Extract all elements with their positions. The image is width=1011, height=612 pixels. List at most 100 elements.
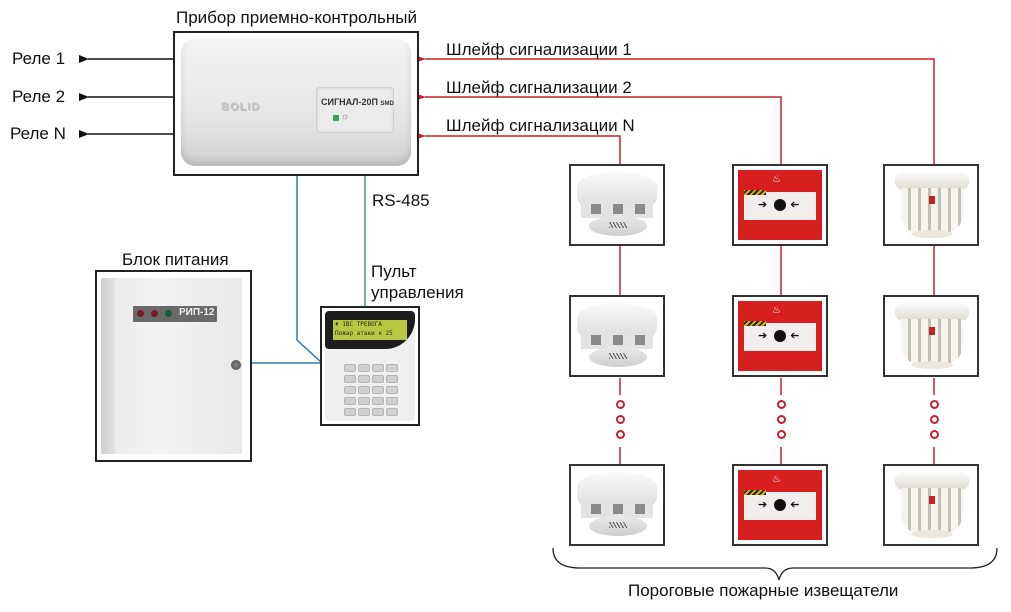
detector-vent xyxy=(613,504,623,514)
psu-nameplate: РИП-12 xyxy=(133,306,217,322)
loop-n-label: Шлейф сигнализации N xyxy=(446,116,635,135)
psu-led-green-icon xyxy=(165,310,172,317)
panel-caption: Прибор приемно-контрольный xyxy=(176,8,418,27)
relay-1-label: Реле 1 xyxy=(12,49,66,68)
continuation-dots-icon xyxy=(616,400,625,445)
hazard-stripes xyxy=(744,190,766,195)
detector-cage xyxy=(901,488,963,534)
mcp-button-icon xyxy=(774,499,786,511)
keypad-key xyxy=(372,408,384,416)
detector-cage xyxy=(901,319,963,365)
keypad-key xyxy=(386,375,398,383)
psu-led-red-icon xyxy=(137,310,144,317)
smoke-detector-icon xyxy=(569,164,665,246)
keypad-key xyxy=(372,397,384,405)
loop-1-wire xyxy=(414,55,935,165)
relay-n-label: Реле N xyxy=(10,124,66,143)
detector-vent xyxy=(591,504,601,514)
detector-bottom xyxy=(911,361,953,369)
keypad-key xyxy=(386,386,398,394)
keypad-key xyxy=(344,375,356,383)
mcp-button-icon xyxy=(774,199,786,211)
psu-side-panel xyxy=(101,278,115,454)
panel-model-text: СИГНАЛ-20П xyxy=(321,97,378,107)
relay-2-label: Реле 2 xyxy=(12,87,66,106)
fire-symbol-icon: ♨ xyxy=(772,174,781,185)
rs485-label: RS-485 xyxy=(372,191,430,210)
arrow-left-icon: ➔ xyxy=(790,199,800,211)
lcd-line-2: Пожар атаки к 25 xyxy=(335,330,393,337)
detector-bottom xyxy=(911,530,953,538)
detector-cage xyxy=(901,188,963,234)
keypad-caption-line2: управления xyxy=(371,283,464,302)
psu-model-label: РИП-12 xyxy=(179,307,215,318)
keypad-key xyxy=(358,408,370,416)
arrow-right-icon: ➔ xyxy=(758,330,768,342)
arrow-left-icon: ➔ xyxy=(790,330,800,342)
arrow-left-icon: ➔ xyxy=(790,499,800,511)
heat-sensor-icon xyxy=(929,496,935,504)
detectors-brace xyxy=(552,547,998,581)
keypad-key xyxy=(386,364,398,372)
detector-vent xyxy=(591,335,601,345)
keypad-key xyxy=(372,375,384,383)
panel-model-label: СИГНАЛ-20П SMD xyxy=(321,97,394,107)
detector-vent xyxy=(591,204,601,214)
keypad-caption: Пульт управления xyxy=(371,261,464,303)
heat-detector-icon xyxy=(883,164,979,246)
smoke-detector-icon xyxy=(569,464,665,546)
heat-sensor-icon xyxy=(929,327,935,335)
keypad-key xyxy=(344,397,356,405)
lock-icon xyxy=(231,360,241,370)
power-wire xyxy=(252,175,324,364)
manual-call-point-icon: ♨ ➔ ➔ xyxy=(732,464,828,546)
continuation-dots-icon xyxy=(930,400,939,445)
keypad-key xyxy=(358,397,370,405)
fire-symbol-icon: ♨ xyxy=(772,474,781,485)
hazard-stripes xyxy=(744,321,766,326)
keypad-lcd: ♦ 1ВС ТРЕВОГА Пожар атаки к 25 xyxy=(333,320,407,340)
detector-vent xyxy=(613,335,623,345)
arrow-right-icon: ➔ xyxy=(758,199,768,211)
detectors-caption: Пороговые пожарные извещатели xyxy=(628,581,899,600)
keypad-key xyxy=(344,408,356,416)
keypad-key xyxy=(372,364,384,372)
mcp-button-icon xyxy=(774,330,786,342)
keypad-key xyxy=(372,386,384,394)
panel-brand-logo: BOLID xyxy=(221,101,261,113)
detector-bottom xyxy=(911,230,953,238)
hazard-stripes xyxy=(744,490,766,495)
loop-1-label: Шлейф сигнализации 1 xyxy=(446,40,632,59)
keypad-key xyxy=(344,364,356,372)
power-supply-device: РИП-12 xyxy=(95,270,252,462)
panel-display-window: СИГНАЛ-20П SMD ☼ xyxy=(316,87,394,133)
loop-2-wire xyxy=(414,93,782,165)
psu-housing xyxy=(101,278,242,454)
heat-detector-icon xyxy=(883,464,979,546)
lcd-line-1: ♦ 1ВС ТРЕВОГА xyxy=(335,321,382,328)
keypad-caption-line1: Пульт xyxy=(371,262,417,281)
fire-symbol-icon: ♨ xyxy=(772,305,781,316)
keypad-key xyxy=(358,386,370,394)
loop-2-label: Шлейф сигнализации 2 xyxy=(446,78,632,97)
keypad-key xyxy=(358,364,370,372)
power-supply-caption: Блок питания xyxy=(122,250,229,269)
heat-sensor-icon xyxy=(929,196,935,204)
arrow-right-icon: ➔ xyxy=(758,499,768,511)
keypad-key xyxy=(386,408,398,416)
detector-vent xyxy=(635,204,645,214)
detector-top xyxy=(895,172,969,190)
keypad-key xyxy=(344,386,356,394)
detector-vent xyxy=(613,204,623,214)
heat-detector-icon xyxy=(883,295,979,377)
continuation-dots-icon xyxy=(777,400,786,445)
control-keypad-device: ♦ 1ВС ТРЕВОГА Пожар атаки к 25 xyxy=(320,306,420,426)
control-panel-device: BOLID СИГНАЛ-20П SMD ☼ xyxy=(173,31,419,176)
manual-call-point-icon: ♨ ➔ ➔ xyxy=(732,295,828,377)
detector-grill xyxy=(609,222,627,228)
detector-vent xyxy=(635,335,645,345)
detector-vent xyxy=(635,504,645,514)
panel-housing: BOLID СИГНАЛ-20П SMD ☼ xyxy=(181,39,411,166)
psu-led-red-icon xyxy=(151,310,158,317)
